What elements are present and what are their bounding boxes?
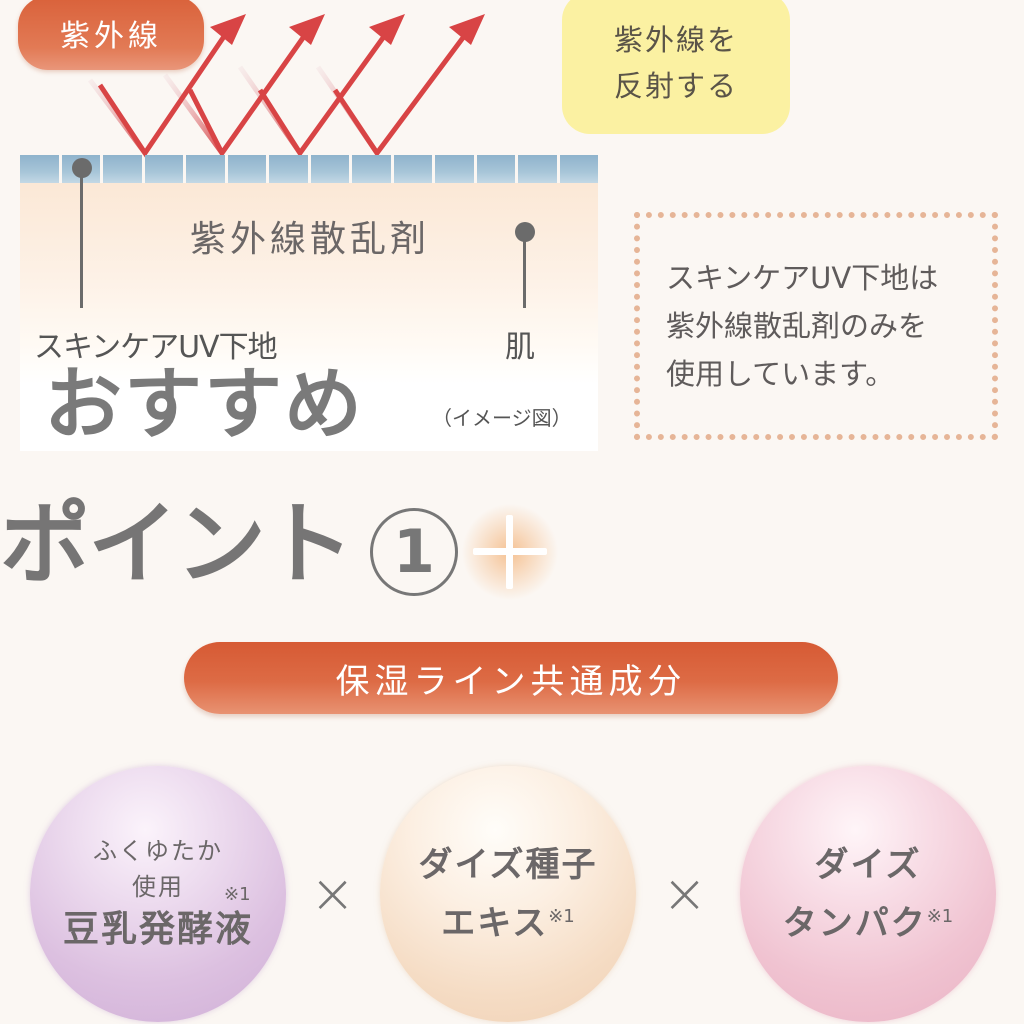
- footnote-mark: ※1: [548, 905, 575, 927]
- ingredient-name-line-1: ダイズ種子: [418, 844, 598, 885]
- uv-base-label: スキンケアUV下地: [34, 330, 278, 365]
- point-number-circle: 1: [370, 508, 458, 596]
- tile: [144, 155, 183, 183]
- ingredient-bubble-soy-protein: ダイズ タンパク※1: [740, 766, 996, 1022]
- uv-base-tile-strip: [20, 155, 598, 183]
- ingredient-bubble-soybean-seed-extract: ダイズ種子 エキス※1: [380, 766, 636, 1022]
- tile: [20, 155, 59, 183]
- skin-pin-dot-icon: [515, 222, 535, 242]
- tile: [393, 155, 432, 183]
- skin-pin-line: [523, 240, 526, 308]
- uv-label-pill: 紫外線: [18, 0, 204, 70]
- uv-base-pin-line: [80, 176, 83, 308]
- multiply-icon: ×: [662, 862, 708, 925]
- note-line-1: スキンケアUV下地は: [666, 261, 939, 295]
- uv-reflection-arrows: [88, 14, 485, 158]
- tile: [352, 155, 391, 183]
- skin-label: 肌: [505, 330, 535, 365]
- uv-base-pin-dot-icon: [72, 158, 92, 178]
- footnote-mark: ※1: [224, 884, 251, 905]
- image-caption: （イメージ図）: [432, 406, 572, 430]
- recommend-label: おすすめ: [44, 360, 365, 450]
- tile: [518, 155, 557, 183]
- uv-label: 紫外線: [60, 19, 162, 54]
- tile: [269, 155, 308, 183]
- ingredient-pre-line-1: ふくゆたか: [93, 837, 223, 865]
- reflect-line-1: 紫外線を: [613, 23, 738, 57]
- tile: [559, 155, 598, 183]
- note-line-2: 紫外線散乱剤のみを: [666, 309, 928, 343]
- multiply-icon: ×: [310, 862, 356, 925]
- section-title: 保湿ライン共通成分: [335, 661, 687, 702]
- tile: [186, 155, 225, 183]
- ingredient-name: 豆乳発酵液: [62, 909, 253, 950]
- ingredient-name-line-2: エキス※1: [441, 903, 575, 944]
- tile: [227, 155, 266, 183]
- ingredient-name-line-1: ダイズ: [814, 844, 922, 885]
- footnote-mark: ※1: [926, 905, 954, 927]
- sparkle-plus-icon: [460, 502, 560, 602]
- tile: [476, 155, 515, 183]
- ingredient-bubble-soy-milk-ferment: ふくゆたか 使用 ※1 豆乳発酵液: [30, 766, 286, 1022]
- section-title-pill: 保湿ライン共通成分: [184, 642, 838, 714]
- reflect-line-2: 反射する: [613, 69, 738, 103]
- note-line-3: 使用しています。: [666, 357, 895, 391]
- tile: [310, 155, 349, 183]
- tile: [103, 155, 142, 183]
- reflect-callout: 紫外線を 反射する: [562, 0, 790, 134]
- skin-layer-panel: [20, 183, 598, 451]
- ingredient-pre-line-2: 使用 ※1: [132, 869, 251, 905]
- point-number: 1: [393, 517, 435, 587]
- info-note-box: スキンケアUV下地は 紫外線散乱剤のみを 使用しています。: [634, 212, 998, 440]
- tile: [435, 155, 474, 183]
- ingredient-name-line-2: タンパク※1: [782, 903, 954, 944]
- point-heading: ポイント: [0, 492, 354, 597]
- scatter-agent-label: 紫外線散乱剤: [189, 219, 430, 260]
